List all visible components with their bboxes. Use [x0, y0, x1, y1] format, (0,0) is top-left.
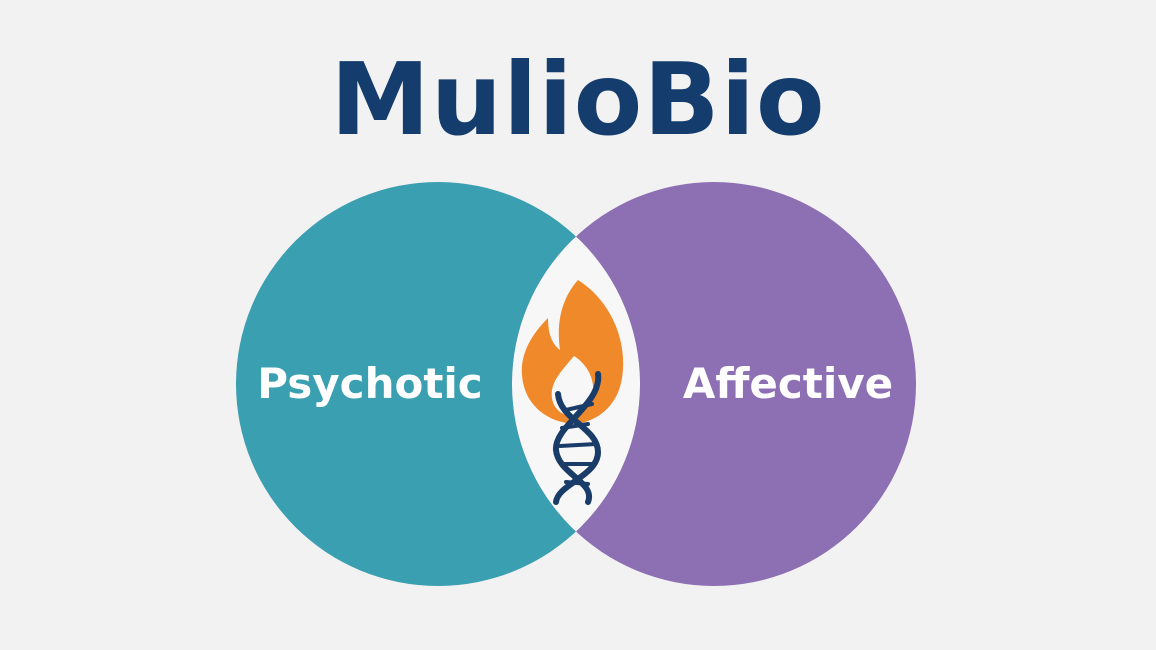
dna-helix-icon	[553, 371, 602, 505]
brand-title: MulioBio	[330, 41, 826, 158]
psychotic-label: Psychotic	[257, 359, 482, 408]
psychotic-circle	[236, 182, 640, 586]
affective-circle	[512, 182, 916, 586]
affective-label: Affective	[683, 359, 893, 408]
